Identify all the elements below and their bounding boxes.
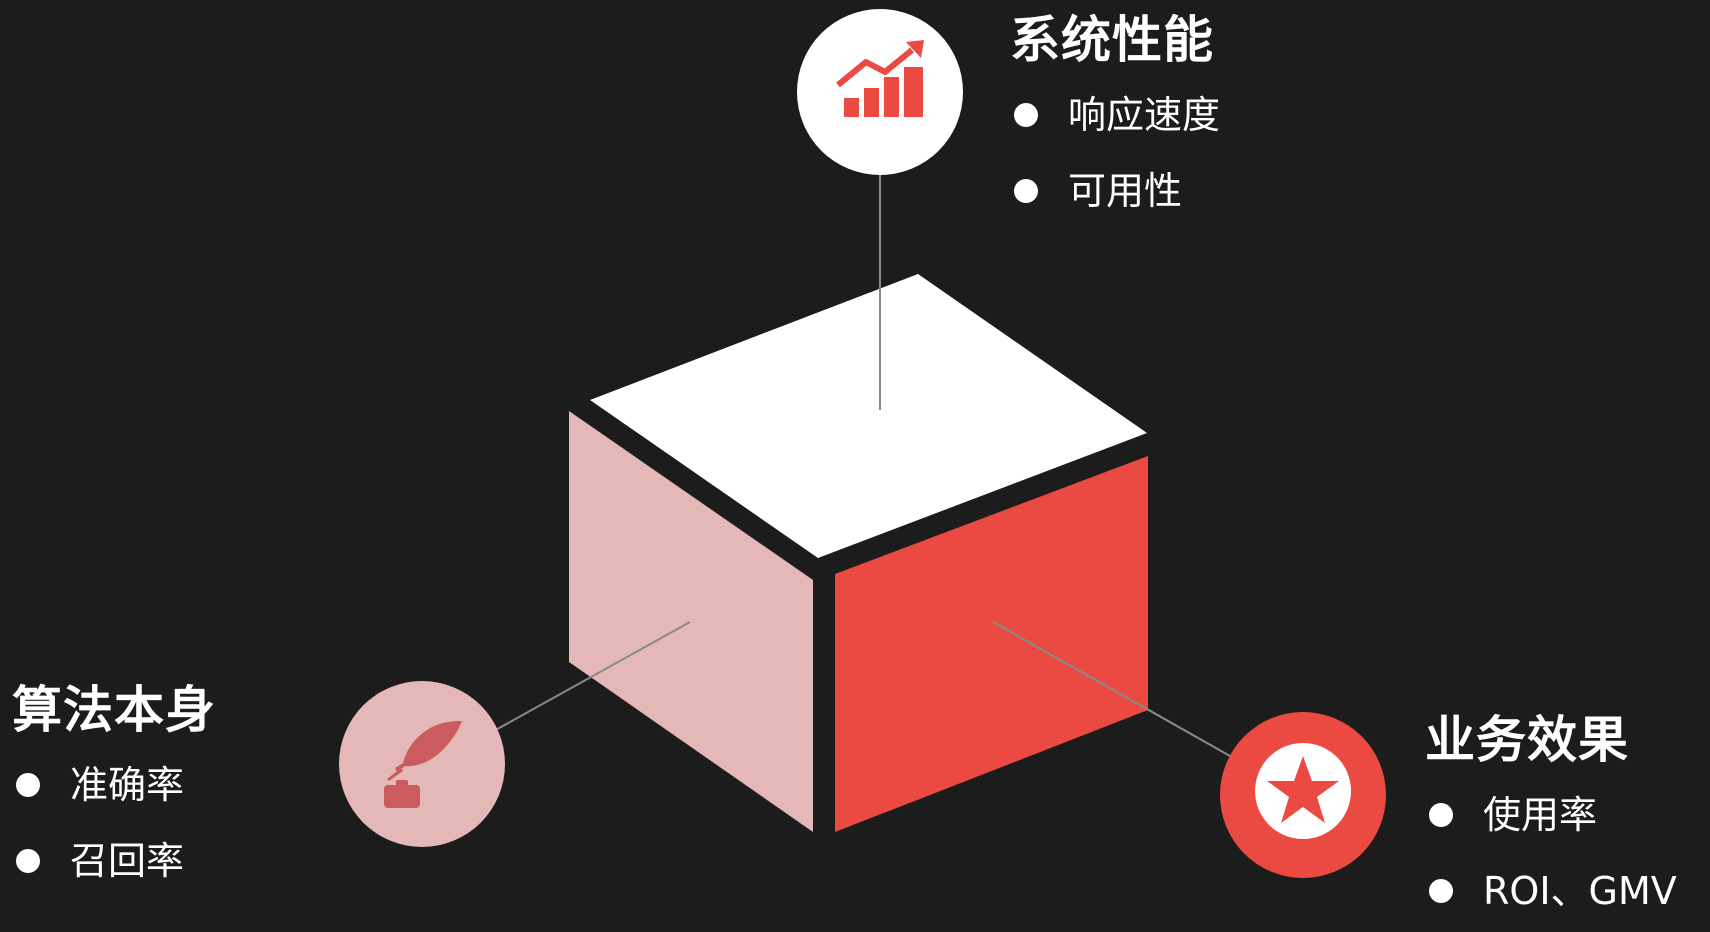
list-item-label: 响应速度 — [1068, 93, 1221, 137]
list-item-label: ROI、GMV — [1483, 869, 1677, 913]
list-item-label: 召回率 — [70, 839, 185, 883]
algorithm-group: 算法本身 准确率 召回率 — [12, 680, 216, 884]
list-item: 可用性 — [1010, 168, 1220, 214]
list-item-label: 准确率 — [70, 763, 185, 807]
connector-algorithm — [491, 621, 691, 733]
business-effect-list: 使用率 ROI、GMV — [1425, 792, 1677, 914]
bullet-icon — [16, 849, 40, 873]
list-item-label: 使用率 — [1483, 793, 1598, 837]
list-item: 召回率 — [12, 838, 216, 884]
bullet-icon — [1429, 803, 1453, 827]
algorithm-list: 准确率 召回率 — [12, 762, 216, 884]
bullet-icon — [1014, 179, 1038, 203]
system-icon-circle — [797, 9, 963, 175]
algorithm-icon-badge — [339, 681, 505, 847]
cube-right-face — [835, 456, 1148, 832]
algorithm-title: 算法本身 — [12, 681, 216, 739]
list-item: 响应速度 — [1010, 92, 1220, 138]
algorithm-icon-circle — [339, 681, 505, 847]
cube-top-face — [590, 274, 1147, 558]
cube-left-face — [569, 411, 813, 832]
bar-chart-trend-icon — [836, 40, 924, 117]
list-item: ROI、GMV — [1425, 868, 1677, 914]
star-badge-icon — [1267, 756, 1339, 823]
list-item: 准确率 — [12, 762, 216, 808]
system-performance-title: 系统性能 — [1010, 11, 1214, 69]
bullet-icon — [16, 773, 40, 797]
business-effect-group: 业务效果 使用率 ROI、GMV — [1425, 710, 1677, 914]
business-icon-badge — [1220, 712, 1386, 878]
bullet-icon — [1429, 879, 1453, 903]
business-effect-title: 业务效果 — [1425, 711, 1629, 769]
system-performance-group: 系统性能 响应速度 可用性 — [1010, 10, 1220, 214]
list-item: 使用率 — [1425, 792, 1677, 838]
connector-business — [992, 621, 1231, 757]
quill-inkpot-icon — [384, 720, 462, 808]
system-icon-badge — [797, 9, 963, 175]
bullet-icon — [1014, 103, 1038, 127]
list-item-label: 可用性 — [1068, 169, 1183, 213]
system-performance-list: 响应速度 可用性 — [1010, 92, 1220, 214]
